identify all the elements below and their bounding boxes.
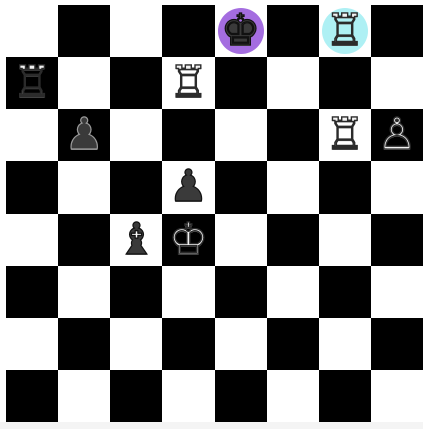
square-g2[interactable] — [319, 318, 371, 370]
square-f2[interactable] — [267, 318, 319, 370]
square-e1[interactable] — [215, 370, 267, 422]
square-e2[interactable] — [215, 318, 267, 370]
square-f6[interactable] — [267, 109, 319, 161]
square-g1[interactable] — [319, 370, 371, 422]
square-h1[interactable] — [371, 370, 423, 422]
black-bishop-icon[interactable]: ♝ — [117, 218, 156, 262]
square-f7[interactable] — [267, 57, 319, 109]
square-e4[interactable] — [215, 214, 267, 266]
black-pawn-icon[interactable]: ♟ — [64, 113, 103, 157]
white-king-icon[interactable]: ♔ — [169, 218, 208, 262]
square-f1[interactable] — [267, 370, 319, 422]
square-f8[interactable] — [267, 5, 319, 57]
square-e8[interactable]: ♚ — [215, 5, 267, 57]
square-d8[interactable] — [162, 5, 214, 57]
square-h3[interactable] — [371, 266, 423, 318]
square-b3[interactable] — [58, 266, 110, 318]
square-c6[interactable] — [110, 109, 162, 161]
square-b1[interactable] — [58, 370, 110, 422]
square-a3[interactable] — [6, 266, 58, 318]
square-b4[interactable] — [58, 214, 110, 266]
black-king-icon[interactable]: ♚ — [221, 9, 260, 53]
square-d6[interactable] — [162, 109, 214, 161]
black-pawn-icon[interactable]: ♟ — [169, 165, 208, 209]
square-h8[interactable] — [371, 5, 423, 57]
square-d4[interactable]: ♔ — [162, 214, 214, 266]
white-rook-icon[interactable]: ♖ — [169, 61, 208, 105]
chess-board: ♚ ♖ ♖ ♖ ♟ ♖ ♙ ♟ ♝ ♔ — [6, 5, 423, 422]
square-e3[interactable] — [215, 266, 267, 318]
square-a6[interactable] — [6, 109, 58, 161]
square-b6[interactable]: ♟ — [58, 109, 110, 161]
square-c2[interactable] — [110, 318, 162, 370]
square-c1[interactable] — [110, 370, 162, 422]
square-c3[interactable] — [110, 266, 162, 318]
square-c8[interactable] — [110, 5, 162, 57]
square-b8[interactable] — [58, 5, 110, 57]
square-f5[interactable] — [267, 161, 319, 213]
white-pawn-icon[interactable]: ♙ — [377, 113, 416, 157]
square-g6[interactable]: ♖ — [319, 109, 371, 161]
square-c4[interactable]: ♝ — [110, 214, 162, 266]
square-a2[interactable] — [6, 318, 58, 370]
square-b5[interactable] — [58, 161, 110, 213]
white-rook-icon[interactable]: ♖ — [12, 61, 51, 105]
square-a8[interactable] — [6, 5, 58, 57]
square-f3[interactable] — [267, 266, 319, 318]
square-g5[interactable] — [319, 161, 371, 213]
square-f4[interactable] — [267, 214, 319, 266]
square-e6[interactable] — [215, 109, 267, 161]
square-b7[interactable] — [58, 57, 110, 109]
white-rook-icon[interactable]: ♖ — [325, 9, 364, 53]
square-b2[interactable] — [58, 318, 110, 370]
square-d7[interactable]: ♖ — [162, 57, 214, 109]
square-a4[interactable] — [6, 214, 58, 266]
square-h2[interactable] — [371, 318, 423, 370]
square-a5[interactable] — [6, 161, 58, 213]
square-g8[interactable]: ♖ — [319, 5, 371, 57]
square-d3[interactable] — [162, 266, 214, 318]
square-g3[interactable] — [319, 266, 371, 318]
square-d1[interactable] — [162, 370, 214, 422]
square-g4[interactable] — [319, 214, 371, 266]
square-e7[interactable] — [215, 57, 267, 109]
white-rook-icon[interactable]: ♖ — [325, 113, 364, 157]
square-g7[interactable] — [319, 57, 371, 109]
square-d5[interactable]: ♟ — [162, 161, 214, 213]
square-a1[interactable] — [6, 370, 58, 422]
square-e5[interactable] — [215, 161, 267, 213]
board-bottom-edge — [0, 422, 423, 429]
square-a7[interactable]: ♖ — [6, 57, 58, 109]
square-d2[interactable] — [162, 318, 214, 370]
square-h4[interactable] — [371, 214, 423, 266]
square-h6[interactable]: ♙ — [371, 109, 423, 161]
square-h5[interactable] — [371, 161, 423, 213]
square-c7[interactable] — [110, 57, 162, 109]
square-h7[interactable] — [371, 57, 423, 109]
square-c5[interactable] — [110, 161, 162, 213]
